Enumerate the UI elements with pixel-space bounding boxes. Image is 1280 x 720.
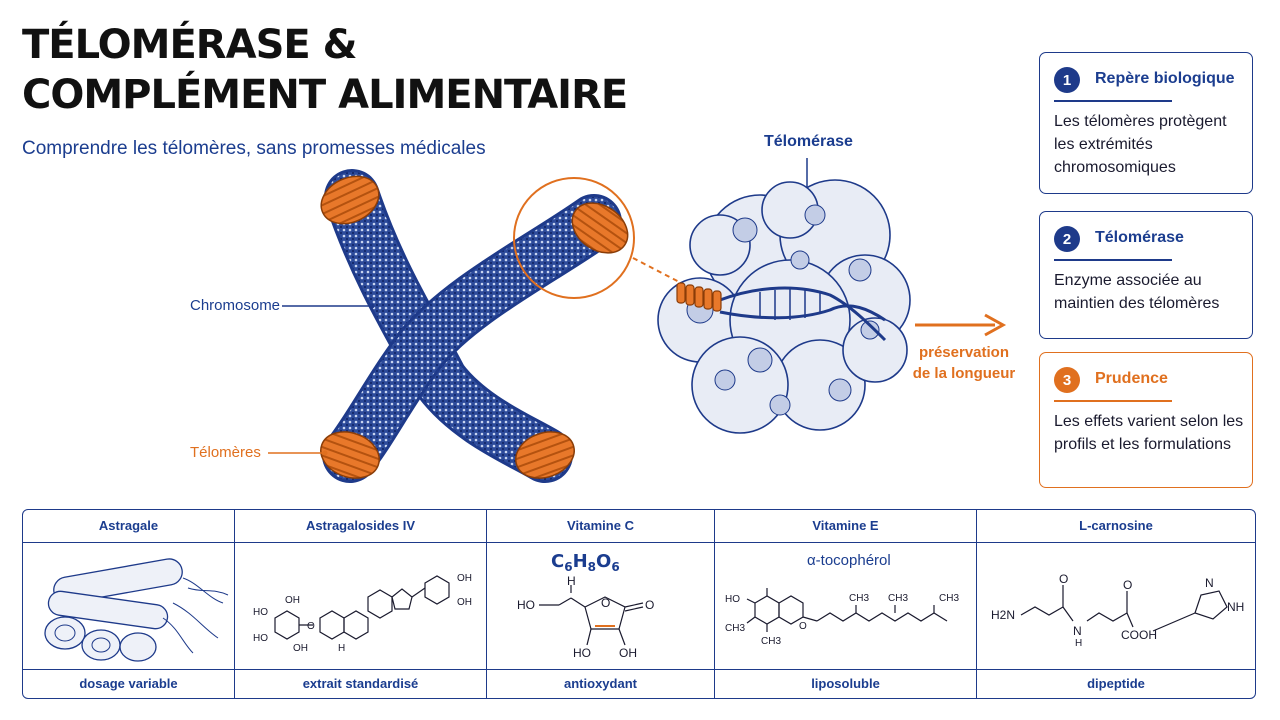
carnosine-structure: H2N O N H O COOH N NH [991,572,1244,649]
vitamin-e-name: α-tocophérol [807,552,891,569]
card-rule [1054,259,1172,261]
chem-label: O [1123,578,1132,592]
page-title: TÉLOMÉRASE & COMPLÉMENT ALIMENTAIRE [22,20,628,120]
preservation-label: préservation de la longueur [904,342,1024,384]
ingredients-table: Astragale dosage variable Astragalosides… [22,509,1256,699]
card-number: 2 [1054,226,1080,252]
card-title: Repère biologique [1095,70,1235,87]
chromosome-label: Chromosome [190,297,281,314]
chem-label: O [601,596,610,610]
chem-label: HO [253,607,268,618]
column-footer: dosage variable [23,669,234,698]
card-rule [1054,100,1172,102]
dna-strand [719,286,887,342]
card-body: Les télomères protègent les extrémités c… [1054,113,1227,176]
telomerase-label: Télomérase [764,133,853,150]
ascorbic-acid-structure: C6H8O6 HO H O O HO OH [517,551,654,660]
chem-label: O [799,621,807,632]
column-footer: dipeptide [977,669,1255,698]
telomere-caps [320,175,629,479]
chem-label: O [1059,572,1068,586]
chem-label: H2N [991,608,1015,622]
chem-label: NH [1227,600,1244,614]
telomeres-label: Télomères [190,444,261,461]
card-body: Les effets varient selon les profils et … [1054,413,1244,453]
column-vitamin-e: Vitamine E α-tocophérol HO CH3 CH3 O CH3… [715,510,977,698]
card-body: Enzyme associée au maintien des télomère… [1054,272,1220,312]
telomere-repeat [676,282,722,312]
column-header: L-carnosine [977,510,1255,543]
column-l-carnosine: L-carnosine H2N O N H O COOH N NH [977,510,1255,698]
chem-label: HO [253,633,268,644]
preservation-line-1: préservation [918,344,1010,361]
column-header: Astragalosides IV [235,510,486,543]
telomere-illustration [268,158,1007,483]
zoom-connector [632,257,686,286]
tocopherol-structure: α-tocophérol HO CH3 CH3 O CH3 CH3 CH3 [725,552,959,647]
chem-label: HO [725,594,740,605]
column-astragalosides: Astragalosides IV HO OH HO OH O H OH O [235,510,487,698]
chem-label: OH [285,595,300,606]
chem-label: CH3 [725,623,745,634]
chem-label: CH3 [939,593,959,604]
column-header: Vitamine C [487,510,714,543]
chem-label: O [307,621,315,632]
column-astragale: Astragale dosage variable [23,510,235,698]
astragalus-root-illustration [44,558,229,662]
zoom-circle [513,177,635,299]
chem-label: HO [517,598,535,612]
chem-label: CH3 [888,593,908,604]
column-footer: antioxydant [487,669,714,698]
chem-label: HO [573,646,591,660]
card-rule [1054,400,1172,402]
chromosome [322,169,622,483]
preservation-arrow [915,313,1007,337]
card-number: 3 [1054,367,1080,393]
chem-label: H [567,574,576,588]
subtitle: Comprendre les télomères, sans promesses… [22,138,486,159]
chem-label: N [1073,624,1082,638]
card-title: Prudence [1095,370,1168,387]
column-footer: extrait standardisé [235,669,486,698]
chem-label: CH3 [849,593,869,604]
card-title: Télomérase [1095,229,1184,246]
vitamin-c-formula: C6H8O6 [551,551,620,574]
card-number: 1 [1054,67,1080,93]
chem-label: CH3 [761,636,781,647]
chem-label: H [1075,638,1082,649]
chem-label: OH [619,646,637,660]
chem-label: OH [457,597,472,608]
chem-label: H [338,643,345,654]
column-header: Astragale [23,510,234,543]
card-caution: 3 Prudence Les effets varient selon les … [1039,352,1253,488]
astragaloside-structure: HO OH HO OH O H OH OH [253,573,472,654]
chem-label: OH [293,643,308,654]
title-line-1: TÉLOMÉRASE & [22,22,358,68]
chem-label: OH [457,573,472,584]
title-line-2: COMPLÉMENT ALIMENTAIRE [22,72,628,118]
card-biological-marker: 1 Repère biologique Les télomères protèg… [1039,52,1253,194]
column-vitamin-c: Vitamine C C6H8O6 HO H O O HO OH antioxy… [487,510,715,698]
column-header: Vitamine E [715,510,976,543]
chem-label: N [1205,576,1214,590]
column-footer: liposoluble [715,669,976,698]
preservation-line-2: de la longueur [912,365,1016,382]
chem-label: O [645,598,654,612]
chem-label: COOH [1121,628,1157,642]
card-telomerase: 2 Télomérase Enzyme associée au maintien… [1039,211,1253,339]
